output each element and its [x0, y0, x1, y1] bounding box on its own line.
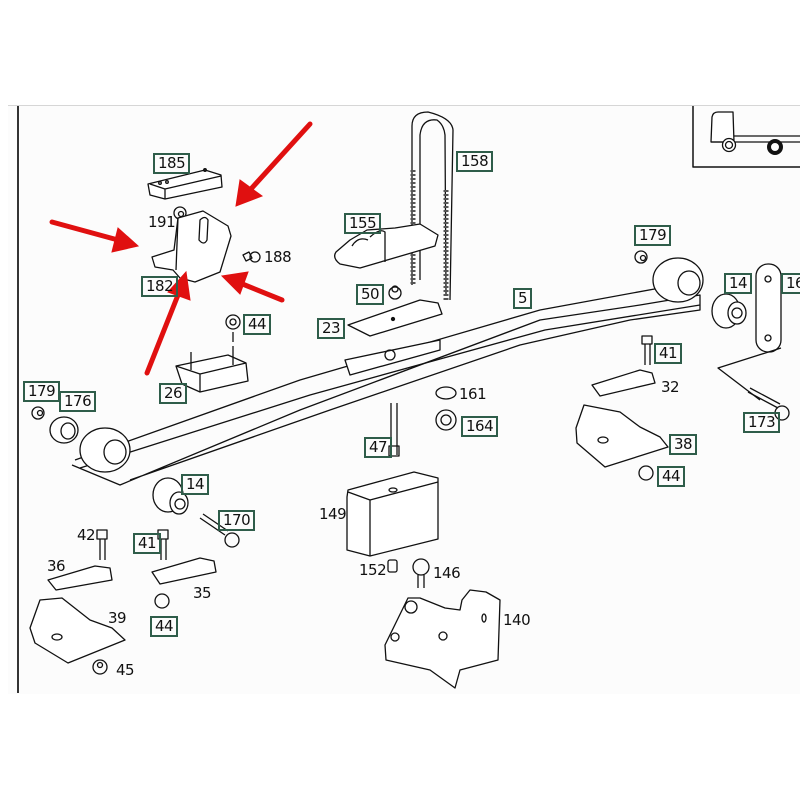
label-39: 39	[108, 609, 127, 627]
label-173[interactable]: 173	[743, 412, 781, 433]
part-44-45-nuts	[92, 593, 170, 675]
part-50-nut	[388, 285, 402, 300]
label-26[interactable]: 26	[159, 383, 188, 404]
label-152: 152	[359, 561, 387, 579]
label-23[interactable]: 23	[317, 318, 346, 339]
label-191: 191	[148, 213, 176, 231]
label-44[interactable]: 44	[243, 314, 272, 335]
label-182[interactable]: 182	[141, 276, 179, 297]
part-179-176-left	[31, 406, 79, 444]
panel-border-left	[17, 106, 19, 693]
part-170-bolt	[199, 513, 240, 548]
arrow-top-right-icon	[235, 121, 313, 207]
part-158-u-bolt	[410, 111, 454, 301]
label-140: 140	[503, 611, 531, 629]
part-14-bushing-right	[711, 293, 747, 329]
part-16-shackle	[717, 263, 782, 401]
label-44-bottom[interactable]: 44	[150, 616, 179, 637]
label-179[interactable]: 179	[23, 381, 61, 402]
label-35: 35	[193, 584, 212, 602]
label-14-left[interactable]: 14	[181, 474, 210, 495]
label-16[interactable]: 16	[781, 273, 800, 294]
label-188: 188	[264, 248, 292, 266]
label-5[interactable]: 5	[513, 288, 533, 309]
label-164[interactable]: 164	[461, 416, 499, 437]
label-14-right[interactable]: 14	[724, 273, 753, 294]
label-158[interactable]: 158	[456, 151, 494, 172]
part-149-block	[346, 471, 439, 557]
part-182-bracket	[151, 210, 232, 283]
part-41-bolt-right	[641, 335, 653, 365]
label-179-right[interactable]: 179	[634, 225, 672, 246]
label-185[interactable]: 185	[153, 153, 191, 174]
part-161-164-nuts	[435, 386, 457, 431]
part-140-hanger	[384, 589, 501, 689]
arrow-left-icon	[49, 219, 140, 253]
label-42: 42	[77, 526, 96, 544]
label-47[interactable]: 47	[364, 437, 393, 458]
label-44-right[interactable]: 44	[657, 466, 686, 487]
diagram-panel	[8, 105, 800, 694]
part-44-nut-right	[638, 465, 654, 481]
label-146: 146	[433, 564, 461, 582]
label-161: 161	[459, 385, 487, 403]
label-32: 32	[661, 378, 680, 396]
part-23-plate	[347, 299, 443, 337]
part-38-spring-seat	[575, 404, 669, 468]
part-179-right	[634, 250, 648, 264]
label-45: 45	[116, 661, 135, 679]
part-32-pad	[591, 369, 656, 397]
label-155[interactable]: 155	[344, 213, 382, 234]
part-188-bolt	[242, 251, 261, 263]
label-149: 149	[319, 505, 347, 523]
part-152-146	[387, 558, 430, 588]
part-14-bushing-left	[152, 477, 189, 515]
label-176[interactable]: 176	[59, 391, 97, 412]
label-41-right[interactable]: 41	[654, 343, 683, 364]
label-36: 36	[47, 557, 66, 575]
truck-rear-axle-icon	[692, 106, 800, 168]
part-39-spring-seat	[29, 597, 126, 664]
part-44-nut	[225, 314, 241, 342]
part-5-leaf-spring	[71, 257, 704, 486]
label-170[interactable]: 170	[218, 510, 256, 531]
label-50[interactable]: 50	[356, 284, 385, 305]
part-155-saddle	[334, 223, 439, 269]
label-41-left[interactable]: 41	[133, 533, 162, 554]
part-36-35-pads	[47, 557, 217, 591]
part-185-plate	[147, 168, 223, 200]
label-38[interactable]: 38	[669, 434, 698, 455]
arrow-bottom-right-icon	[220, 271, 285, 303]
